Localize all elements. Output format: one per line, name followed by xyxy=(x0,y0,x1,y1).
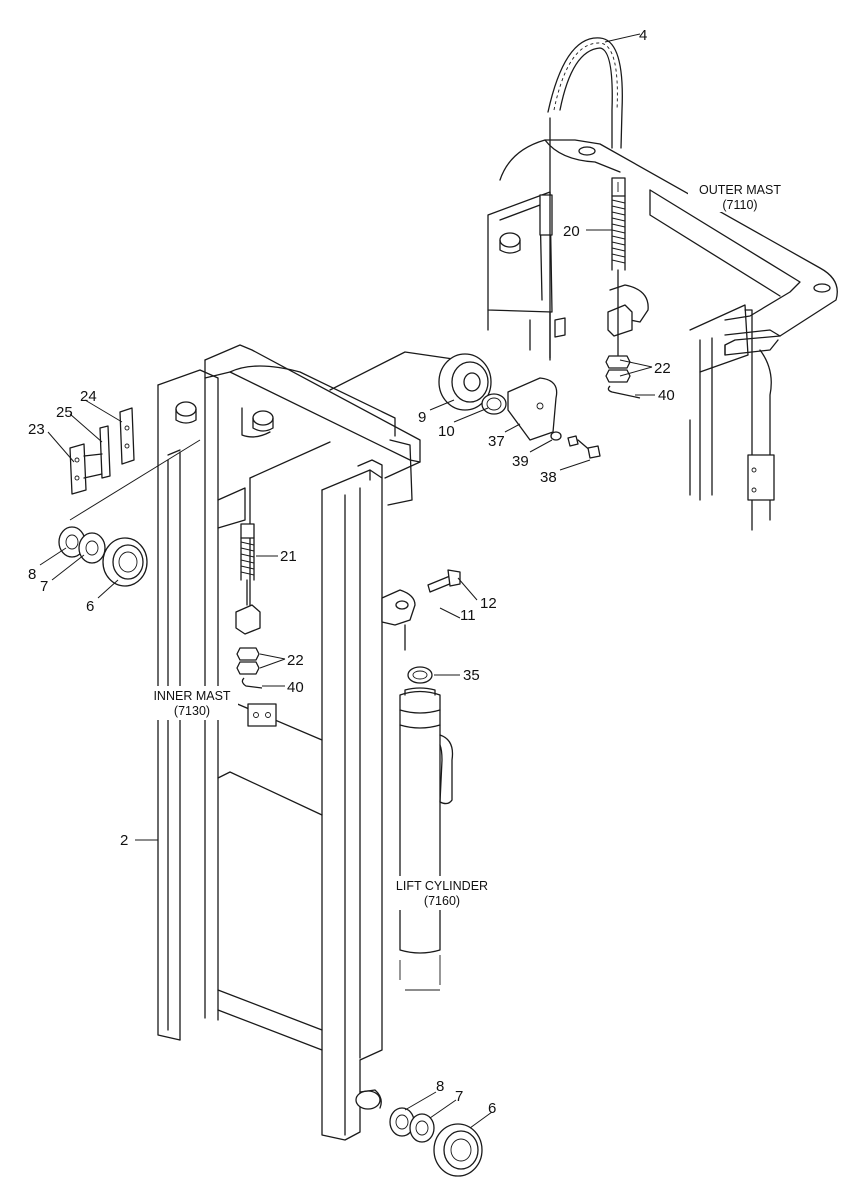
lift-cylinder xyxy=(381,569,461,991)
callout-7-lower: 7 xyxy=(455,1088,463,1105)
leader-lines xyxy=(39,33,655,1129)
assembly-captions: OUTER MAST (7110) INNER MAST (7130) LIFT… xyxy=(146,178,781,910)
callout-24: 24 xyxy=(80,388,97,405)
callout-10: 10 xyxy=(438,423,455,440)
callout-4: 4 xyxy=(639,27,647,44)
side-brackets xyxy=(69,407,201,521)
callout-7-upper: 7 xyxy=(40,578,48,595)
inner-mast-label: INNER MAST xyxy=(153,689,230,703)
callout-25: 25 xyxy=(56,404,73,421)
callout-37: 37 xyxy=(488,433,505,450)
callout-8-upper: 8 xyxy=(28,566,36,583)
outer-mast-label: OUTER MAST xyxy=(699,183,781,197)
callout-22-lower: 22 xyxy=(287,652,304,669)
callout-35: 35 xyxy=(463,667,480,684)
lift-chain xyxy=(547,37,623,361)
nuts-and-pin-upper xyxy=(605,355,641,399)
callout-20: 20 xyxy=(563,223,580,240)
callout-21: 21 xyxy=(280,548,297,565)
inner-mast xyxy=(157,344,466,1141)
callout-22-upper: 22 xyxy=(654,360,671,377)
callout-39: 39 xyxy=(512,453,529,470)
bearing-stack-upper xyxy=(58,526,148,587)
callout-6-upper: 6 xyxy=(86,598,94,615)
callout-11: 11 xyxy=(460,607,476,624)
callout-38: 38 xyxy=(540,469,557,486)
lift-cylinder-code: (7160) xyxy=(424,894,460,908)
outer-mast-code: (7110) xyxy=(722,198,757,212)
inner-mast-code: (7130) xyxy=(174,704,210,718)
anchor-bolt-21 xyxy=(236,523,263,689)
lift-cylinder-label: LIFT CYLINDER xyxy=(396,879,488,893)
callout-9: 9 xyxy=(418,409,426,426)
callout-8-lower: 8 xyxy=(436,1078,444,1095)
callout-numbers: 4 20 22 40 9 10 37 39 38 21 22 40 12 11 … xyxy=(28,27,675,1117)
anchor-bolt-20 xyxy=(611,177,626,356)
callout-23: 23 xyxy=(28,421,45,438)
bearing-stack-lower xyxy=(389,1107,483,1177)
callout-6-lower: 6 xyxy=(488,1100,496,1117)
callout-40-upper: 40 xyxy=(658,387,675,404)
chain-sheave-assembly xyxy=(438,353,601,459)
callout-12: 12 xyxy=(480,595,497,612)
callout-40-lower: 40 xyxy=(287,679,304,696)
outer-mast xyxy=(487,139,838,531)
callout-2: 2 xyxy=(120,832,128,849)
